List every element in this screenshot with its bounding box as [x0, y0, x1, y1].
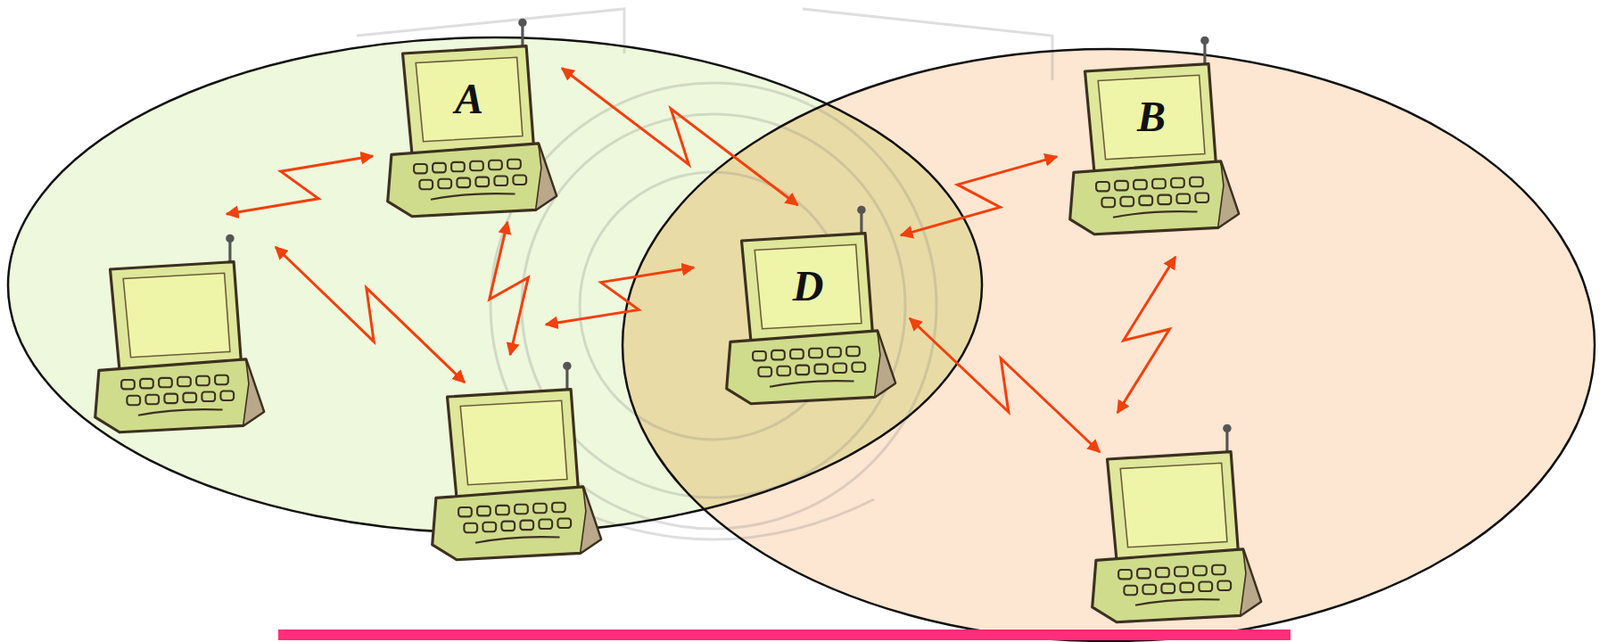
- laptop-icon: [95, 234, 264, 433]
- laptop-node: B: [1056, 35, 1245, 238]
- wireless-link: [900, 156, 1057, 236]
- laptop-node: D: [713, 205, 901, 407]
- wireless-link: [226, 156, 373, 215]
- laptop-icon: [1070, 36, 1239, 235]
- wireless-link: [489, 222, 529, 355]
- laptop-node: A: [374, 17, 562, 220]
- node-label: B: [1137, 95, 1166, 139]
- laptop-icon: [432, 362, 602, 561]
- node-label: A: [454, 77, 484, 121]
- laptop-icon: [726, 206, 896, 405]
- wireless-link: [1117, 256, 1176, 413]
- wireless-link: [545, 267, 694, 325]
- laptop-icon: [387, 18, 557, 217]
- laptop-icon: [1092, 424, 1262, 623]
- node-label: D: [792, 264, 825, 308]
- wireless-link: [275, 247, 465, 383]
- wireless-link: [909, 318, 1100, 453]
- footer-bar: [278, 629, 1291, 641]
- wireless-link: [561, 68, 799, 207]
